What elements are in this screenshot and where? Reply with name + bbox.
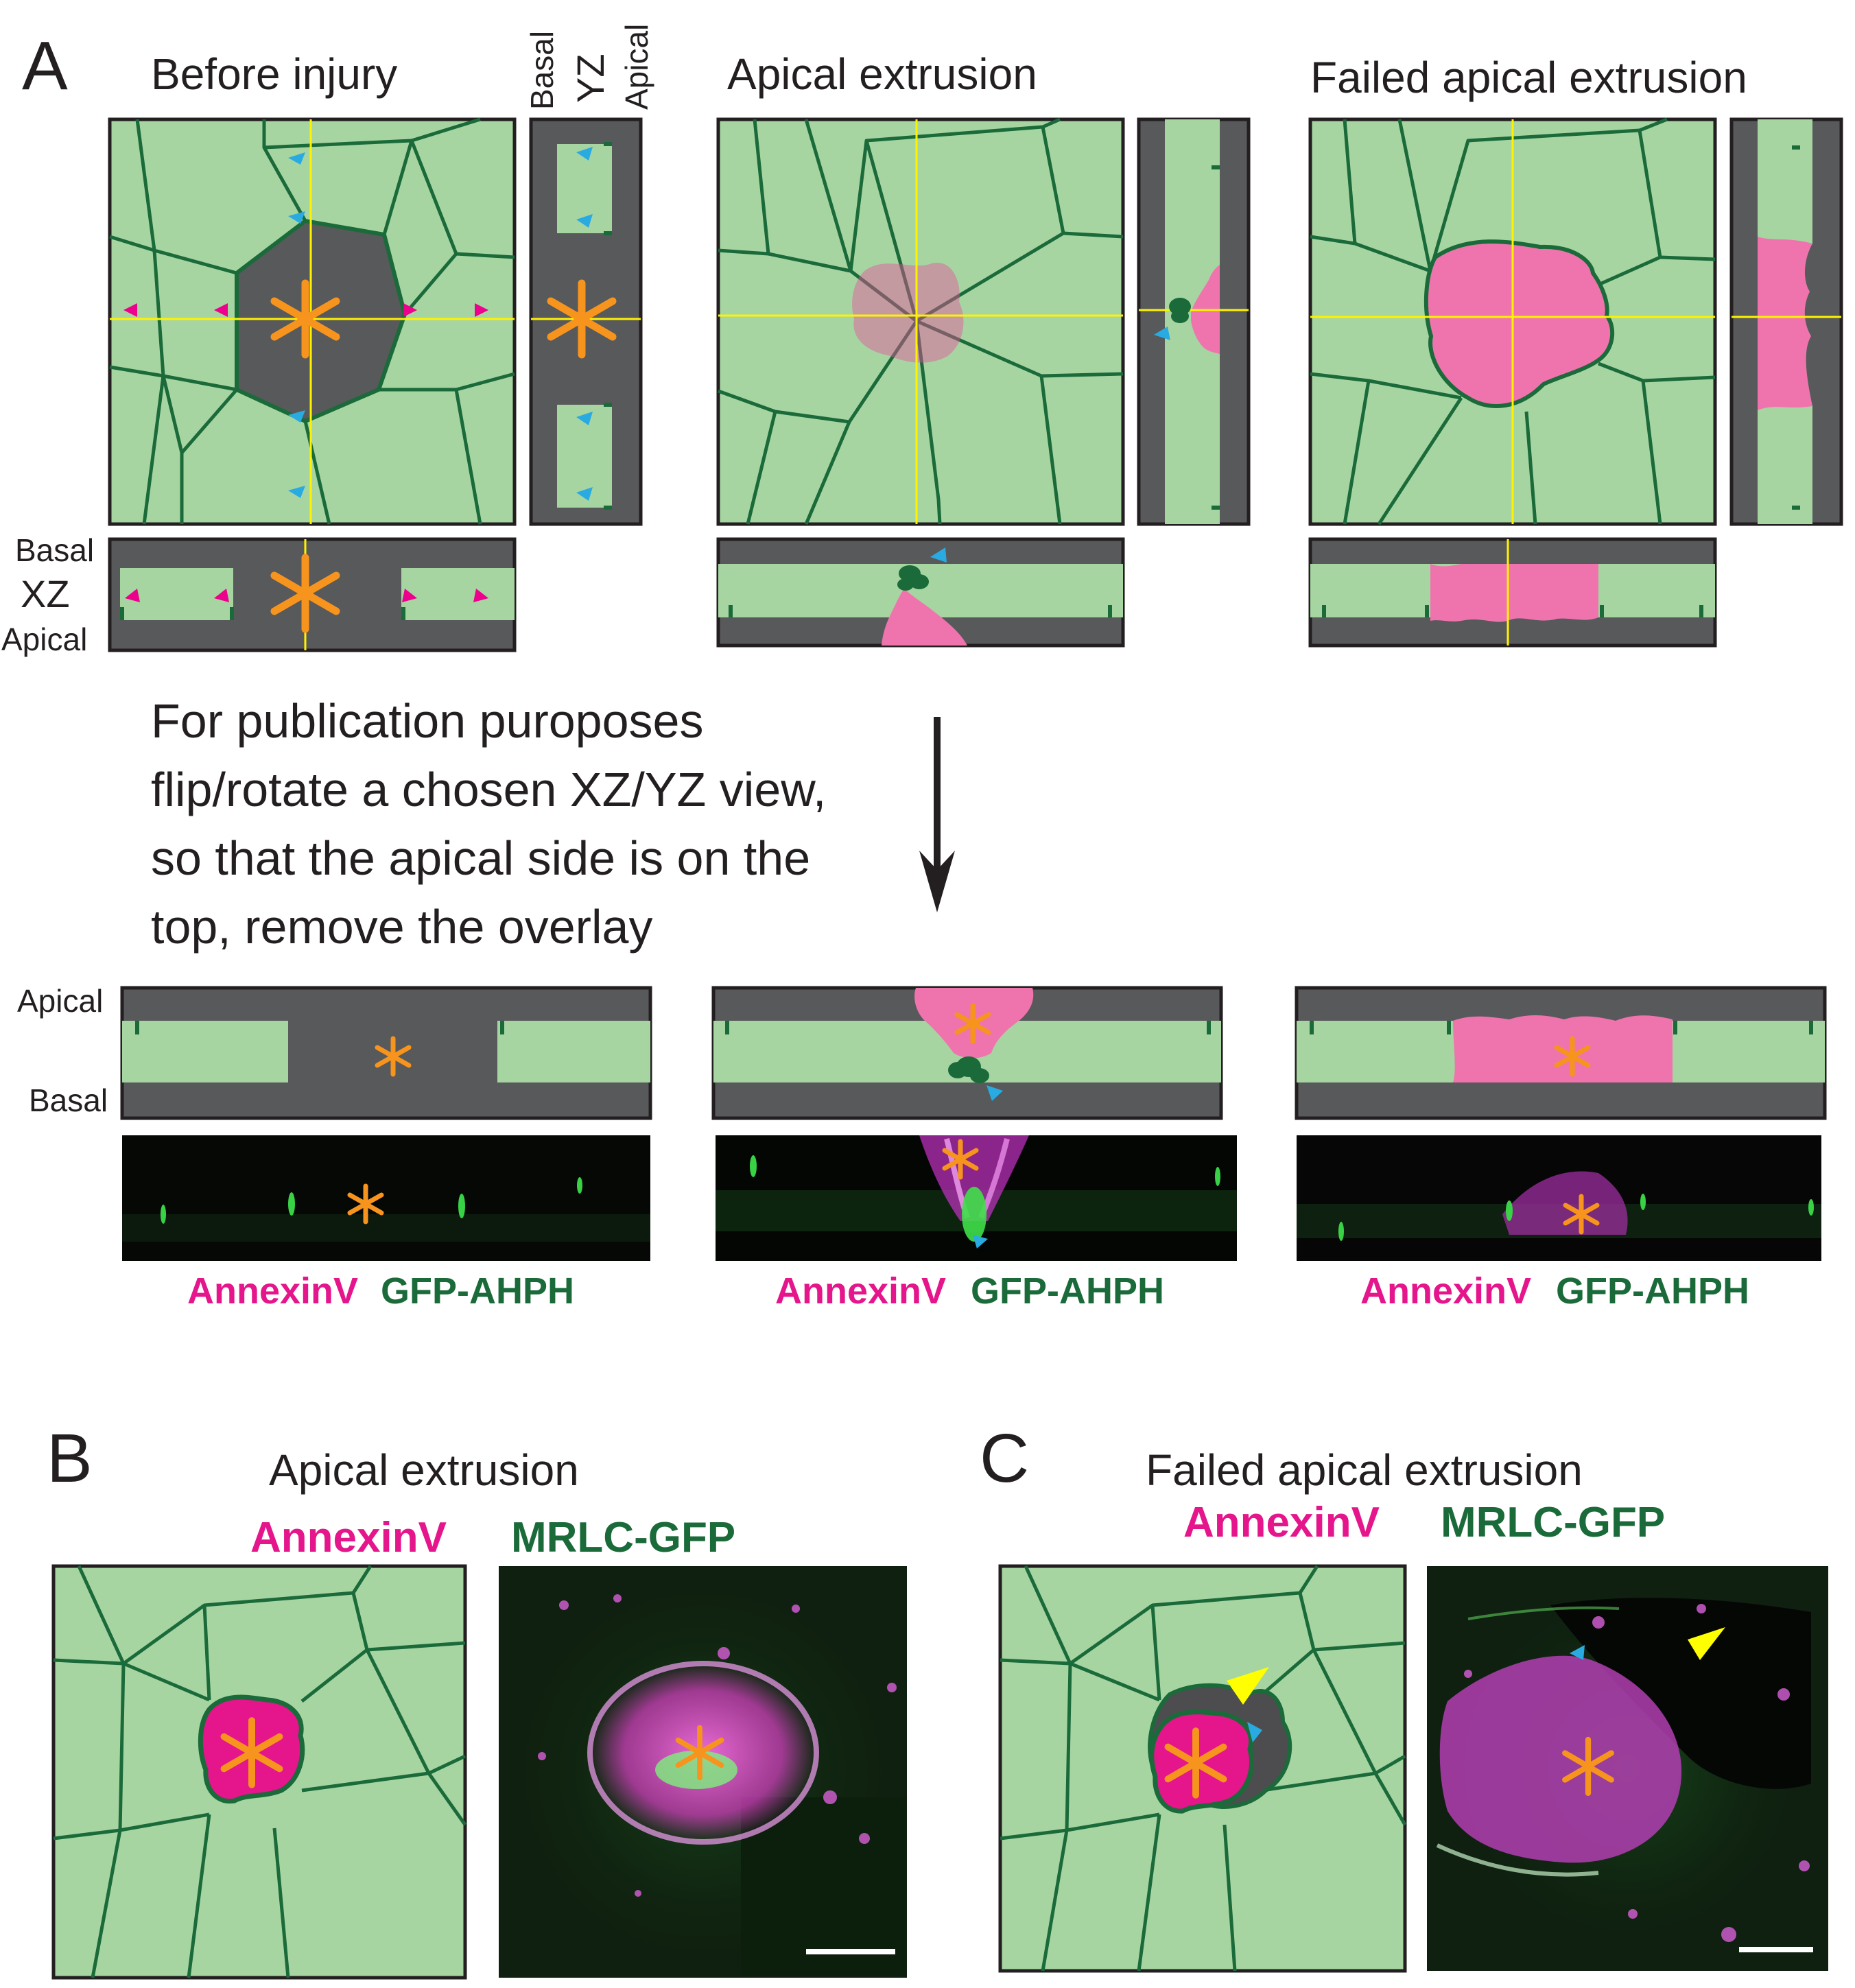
micrograph-strip-apical: [716, 1135, 1237, 1261]
panel-c-title: Failed apical extrusion: [1146, 1445, 1583, 1495]
panel-label-b: B: [47, 1420, 93, 1497]
panel-label-c: C: [980, 1420, 1029, 1497]
panel-c-mrlc-label: MRLC-GFP: [1441, 1499, 1665, 1546]
apical-extrusion-yz-view: [1137, 117, 1251, 526]
instruction-text: For publication puroposes flip/rotate a …: [151, 694, 826, 954]
failed-extrusion-yz-view: [1729, 117, 1843, 526]
strip3-annexin-label: AnnexinV: [1360, 1270, 1531, 1312]
instruction-line-1: For publication puroposes: [151, 694, 703, 748]
col-title-apical-extrusion: Apical extrusion: [727, 49, 1037, 99]
flipped-apical-extrusion: [711, 986, 1223, 1120]
col-title-before-injury: Before injury: [151, 49, 397, 99]
instruction-line-3: so that the apical side is on the: [151, 831, 810, 885]
before-injury-xy-view: [108, 117, 517, 526]
down-arrow-icon: [919, 717, 955, 912]
apical-extrusion-xy-view: [716, 117, 1125, 526]
flipped-label-basal: Basal: [29, 1082, 108, 1118]
panel-b-title: Apical extrusion: [269, 1445, 579, 1495]
yz-label-apical: Apical: [619, 24, 654, 110]
col-title-failed-apical-extrusion: Failed apical extrusion: [1310, 53, 1747, 102]
panel-label-a: A: [22, 27, 68, 104]
strip2-annexin-label: AnnexinV: [775, 1270, 946, 1312]
micrograph-strip-failed: [1297, 1135, 1821, 1261]
instruction-line-4: top, remove the overlay: [151, 900, 652, 954]
flipped-failed-extrusion: [1295, 986, 1827, 1120]
xz-label-apical: Apical: [1, 622, 87, 657]
instruction-line-2: flip/rotate a chosen XZ/YZ view,: [151, 763, 826, 816]
panel-c-annexin-label: AnnexinV: [1183, 1499, 1380, 1546]
flipped-before-injury: [120, 986, 652, 1120]
yz-label-basal: Basal: [524, 31, 560, 110]
panel-b-annexin-label: AnnexinV: [250, 1514, 447, 1561]
panel-b-mrlc-label: MRLC-GFP: [511, 1514, 735, 1561]
failed-extrusion-xy-view: [1308, 117, 1717, 526]
apical-extrusion-xz-view: [716, 537, 1125, 648]
strip3-gfp-label: GFP-AHPH: [1556, 1270, 1749, 1312]
before-injury-xz-view: [108, 537, 517, 652]
yz-axis-labels: Basal YZ Apical: [524, 24, 654, 110]
panel-b-schematic: [51, 1564, 467, 1980]
panel-c-micrograph: [1427, 1566, 1828, 1971]
failed-extrusion-xz-view: [1308, 537, 1717, 648]
strip2-gfp-label: GFP-AHPH: [971, 1270, 1164, 1312]
micrograph-strip-before: [122, 1135, 650, 1261]
panel-b-micrograph: [499, 1566, 907, 1978]
strip1-gfp-label: GFP-AHPH: [381, 1270, 574, 1312]
xz-label-xz: XZ: [21, 572, 70, 615]
flipped-label-apical: Apical: [17, 983, 103, 1019]
strip1-annexin-label: AnnexinV: [187, 1270, 358, 1312]
xz-label-basal: Basal: [15, 532, 94, 568]
yz-label-yz: YZ: [569, 54, 612, 103]
panel-c-schematic: [998, 1564, 1407, 1973]
before-injury-yz-view: [529, 117, 643, 526]
